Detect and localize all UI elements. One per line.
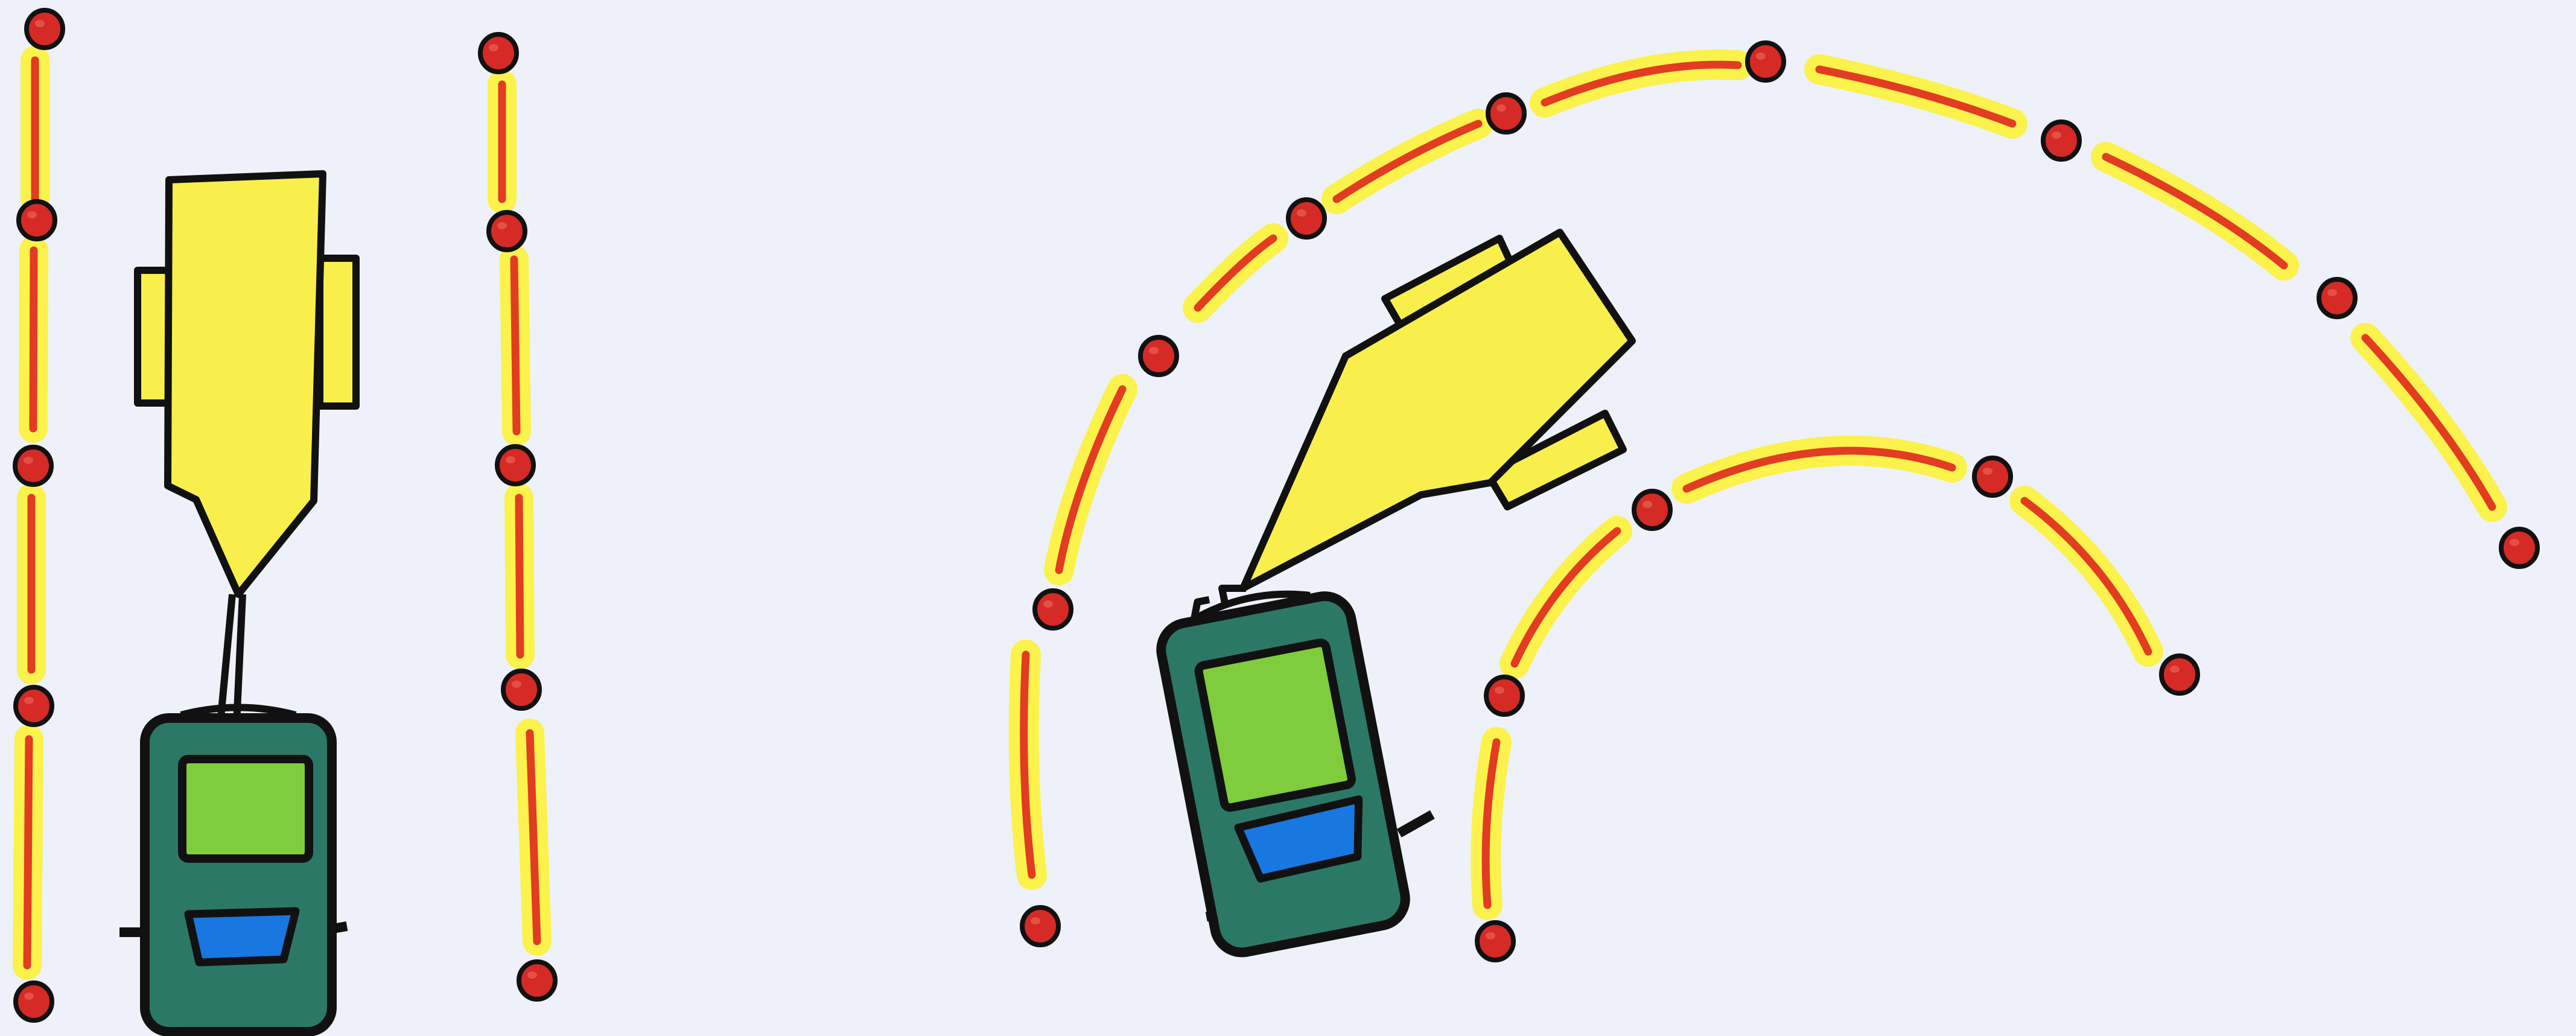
arc-marker <box>1140 337 1177 375</box>
left-inner-row <box>480 34 555 999</box>
arc-marker <box>1022 907 1058 945</box>
row-marker <box>16 687 52 725</box>
arc-marker <box>1488 95 1524 132</box>
row-marker <box>16 983 52 1020</box>
row-marker <box>497 446 533 484</box>
row-marker <box>480 34 517 72</box>
left-tractor <box>119 704 348 1036</box>
arc-marker <box>1634 491 1670 529</box>
row-marker <box>489 212 525 250</box>
arc-marker <box>2161 656 2198 693</box>
arc-marker <box>2319 279 2355 317</box>
arc-marker <box>1288 200 1325 237</box>
inner-arc <box>1471 436 2198 960</box>
arc-marker <box>2501 529 2537 567</box>
right-tractor <box>1156 590 1435 958</box>
left-outer-row <box>13 10 63 1020</box>
row-marker <box>503 671 539 708</box>
arc-marker <box>2043 122 2079 159</box>
outer-arc <box>1008 43 2537 945</box>
arc-marker <box>1748 43 1784 80</box>
row-marker <box>519 962 555 999</box>
arc-marker <box>1486 677 1522 714</box>
arc-marker <box>1974 458 2011 495</box>
right-implement <box>1218 229 1636 605</box>
row-marker <box>27 10 63 48</box>
left-implement <box>134 170 360 725</box>
arc-marker <box>1477 923 1513 960</box>
row-marker <box>19 202 55 239</box>
arc-marker <box>1035 591 1071 628</box>
row-marker <box>15 447 51 485</box>
